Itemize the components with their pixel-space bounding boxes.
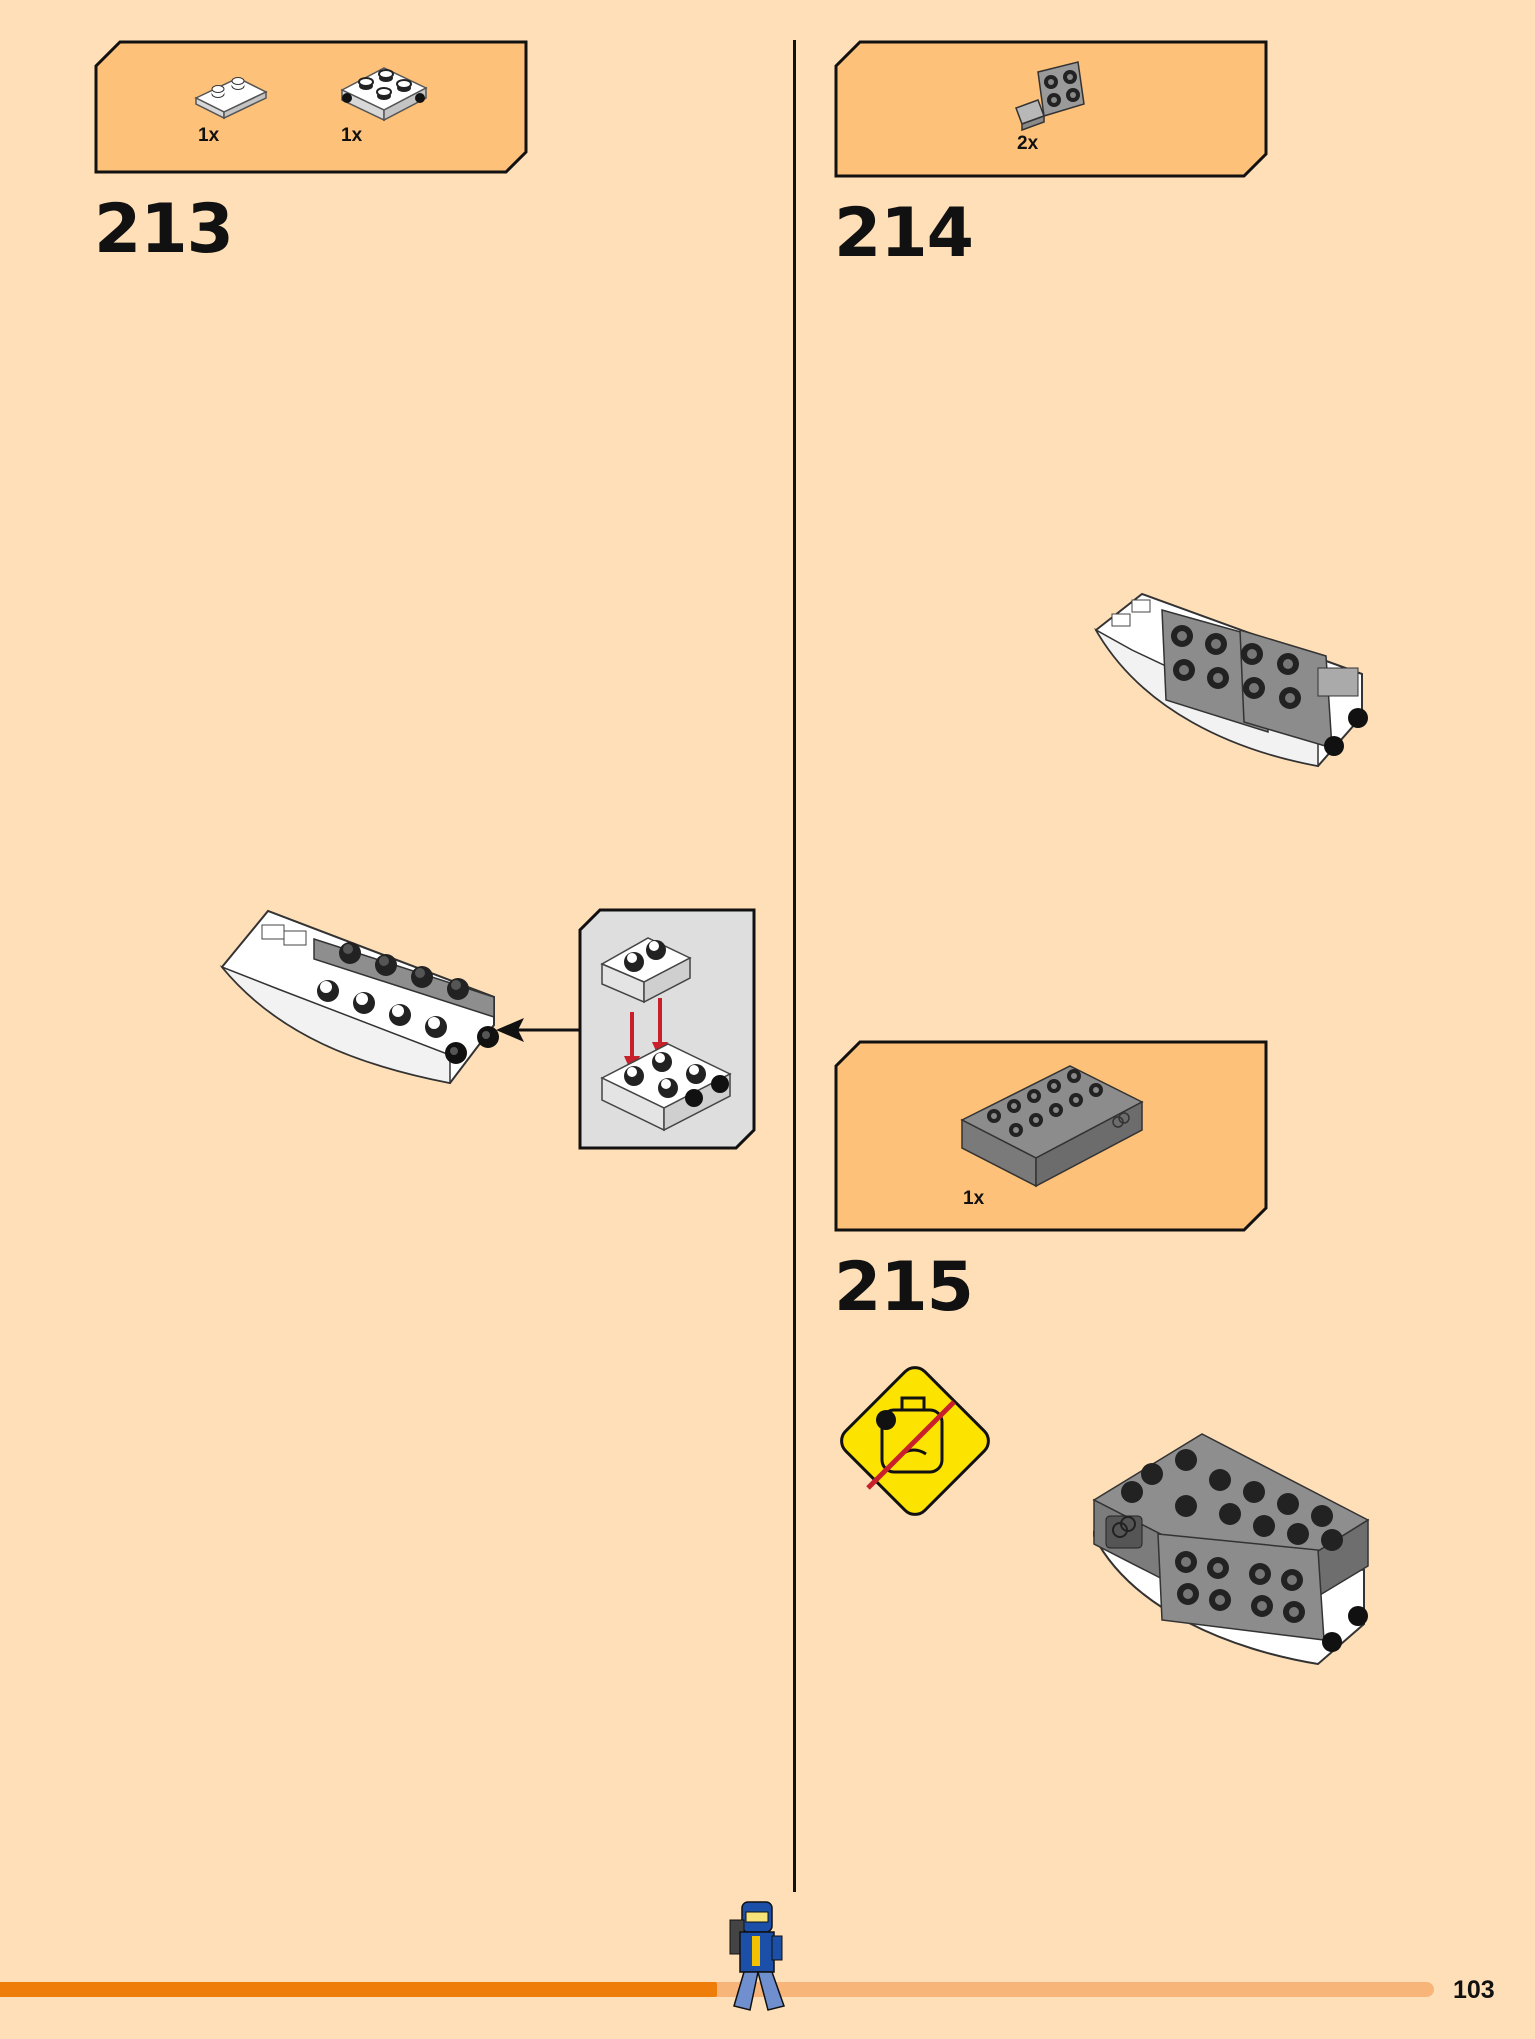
page-number: 103 — [1453, 1976, 1495, 2004]
model-step-214-illustration — [1094, 592, 1368, 768]
part-gray-bracket-2x2-icon — [1015, 61, 1085, 132]
part-white-plate-2x2-with-pins-icon — [340, 67, 428, 122]
part-qty-label: 1x — [341, 125, 363, 146]
part-qty-label: 1x — [198, 125, 220, 146]
ninja-minifigure-icon — [729, 1901, 785, 2011]
step-number: 214 — [834, 194, 974, 273]
progress-fill — [0, 1982, 717, 1997]
assembly-arrow-icon — [496, 1018, 580, 1042]
model-step-215-illustration — [1092, 1433, 1370, 1666]
column-divider — [793, 40, 796, 1892]
model-step-213-illustration — [219, 909, 499, 1085]
step-number: 213 — [94, 190, 234, 269]
no-small-parts-warning-icon — [840, 1366, 990, 1516]
part-dark-gray-brick-2x6-icon — [960, 1065, 1144, 1188]
step-number: 215 — [834, 1248, 974, 1327]
part-qty-label: 2x — [1017, 133, 1039, 154]
part-white-plate-1x2-icon — [194, 77, 268, 120]
subassembly-callout — [578, 908, 756, 1150]
parts-callout-213 — [94, 40, 528, 174]
part-qty-label: 1x — [963, 1188, 985, 1209]
